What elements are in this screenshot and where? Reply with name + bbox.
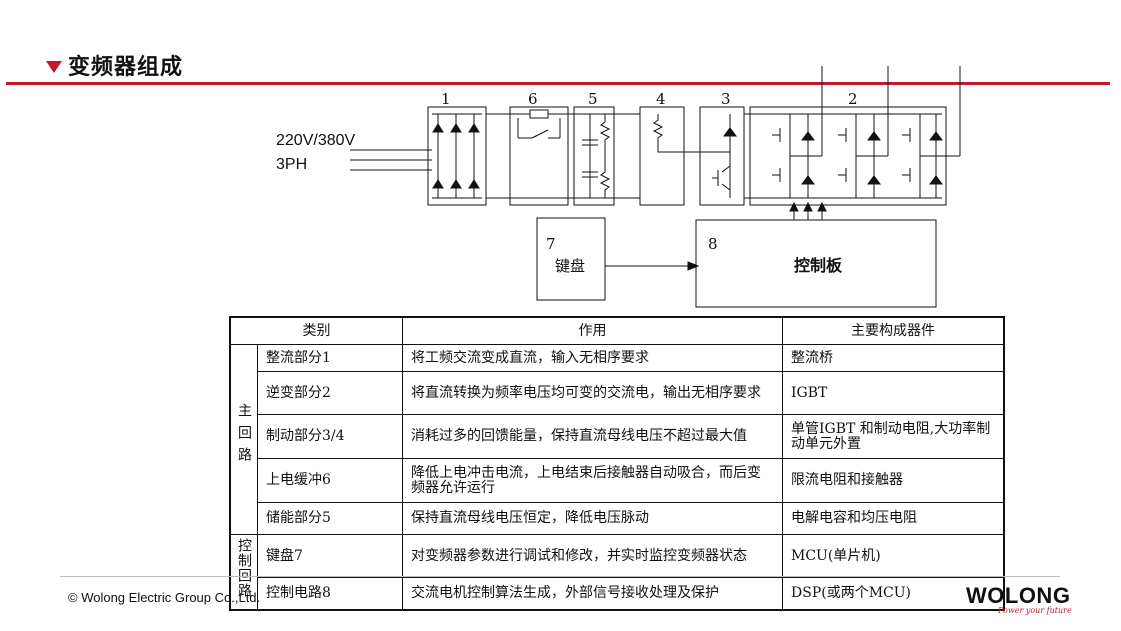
input-phase-label: 3PH (276, 156, 307, 173)
table-row: 上电缓冲6 降低上电冲击电流，上电结束后接触器自动吸合，而后变频器允许运行 限流… (230, 458, 1005, 503)
copyright-text: © Wolong Electric Group Co.,Ltd. (68, 590, 261, 605)
block-number-3: 3 (721, 90, 731, 108)
block-number-2: 2 (848, 90, 858, 108)
row-name: 储能部分5 (257, 502, 403, 535)
row-components: 限流电阻和接触器 (782, 458, 1005, 503)
brand-logo: WOLONG (966, 583, 1071, 608)
title-marker-icon (46, 61, 62, 73)
row-components: 电解电容和均压电阻 (782, 502, 1005, 535)
row-function: 消耗过多的回馈能量，保持直流母线电压不超过最大值 (402, 414, 783, 459)
row-function: 对变频器参数进行调试和修改，并实时监控变频器状态 (402, 534, 783, 578)
block-number-4: 4 (656, 90, 666, 108)
table-header-row: 类别 作用 主要构成器件 (229, 316, 1005, 345)
inverter-igbt-block: 2 (749, 90, 960, 206)
row-name: 键盘7 (257, 534, 403, 578)
table-row: 控制回路 键盘7 对变频器参数进行调试和修改，并实时监控变频器状态 MCU(单片… (229, 534, 1005, 610)
row-name: 整流部分1 (257, 344, 403, 372)
header-components: 主要构成器件 (782, 316, 1005, 345)
rectifier-block: 1 (427, 90, 487, 206)
group-control-circuit: 控制回路 (229, 534, 258, 610)
table-row: 制动部分3/4 消耗过多的回馈能量，保持直流母线电压不超过最大值 单管IGBT … (230, 414, 1005, 459)
row-function: 将工频交流变成直流，输入无相序要求 (402, 344, 783, 372)
row-name: 控制电路8 (257, 577, 403, 610)
table-row: 主回路 整流部分1 将工频交流变成直流，输入无相序要求 整流桥 (229, 344, 1005, 535)
group-control-circuit-label: 控制回路 (236, 538, 252, 599)
footer-divider (60, 576, 1060, 577)
keyboard-number: 7 (546, 235, 556, 253)
block-number-1: 1 (441, 90, 451, 108)
block-number-5: 5 (588, 90, 598, 108)
row-components: MCU(单片机) (782, 534, 1005, 578)
row-components: 单管IGBT 和制动电阻,大功率制动单元外置 (782, 414, 1005, 459)
control-board-label: 控制板 (794, 256, 843, 275)
header-function: 作用 (402, 316, 783, 345)
header-category: 类别 (229, 316, 403, 345)
row-name: 逆变部分2 (257, 371, 403, 415)
table-row: 储能部分5 保持直流母线电压恒定，降低电压脉动 电解电容和均压电阻 (230, 502, 1005, 535)
group-main-circuit-label: 主回路 (236, 403, 252, 469)
table-row: 控制电路8 交流电机控制算法生成，外部信号接收处理及保护 DSP(或两个MCU) (230, 577, 1005, 610)
page-title: 变频器组成 (68, 55, 184, 80)
row-function: 交流电机控制算法生成，外部信号接收处理及保护 (402, 577, 783, 610)
components-table: 类别 作用 主要构成器件 主回路 整流部分1 将工频交流变成直流，输入无相序要求… (229, 316, 1005, 611)
control-board-number: 8 (708, 235, 718, 253)
row-function: 降低上电冲击电流，上电结束后接触器自动吸合，而后变频器允许运行 (402, 458, 783, 503)
keyboard-label: 键盘 (555, 257, 585, 275)
braking-resistor-block: 4 (639, 90, 730, 206)
block-number-6: 6 (528, 90, 538, 108)
page-header: 变频器组成 (46, 50, 183, 80)
input-voltage-label: 220V/380V (276, 132, 356, 149)
inverter-block-diagram: 220V/380V 3PH 1 6 5 4 3 (276, 66, 961, 308)
header-divider (6, 82, 1110, 85)
group-main-circuit: 主回路 (229, 344, 258, 535)
row-function: 将直流转换为频率电压均可变的交流电，输出无相序要求 (402, 371, 783, 415)
table-row: 逆变部分2 将直流转换为频率电压均可变的交流电，输出无相序要求 IGBT (230, 371, 1005, 415)
dc-bus-capacitor-block: 5 (573, 90, 615, 206)
row-components: DSP(或两个MCU) (782, 577, 1005, 610)
row-name: 制动部分3/4 (257, 414, 403, 459)
row-name: 上电缓冲6 (257, 458, 403, 503)
row-function: 保持直流母线电压恒定，降低电压脉动 (402, 502, 783, 535)
keyboard-block: 7 键盘 (536, 217, 606, 301)
soft-start-block: 6 (509, 90, 569, 206)
control-board-block: 8 控制板 (695, 219, 937, 308)
braking-igbt-block: 3 (699, 90, 745, 206)
row-components: 整流桥 (782, 344, 1005, 372)
brand-slogan: Power your future (998, 606, 1072, 615)
row-components: IGBT (782, 371, 1005, 415)
